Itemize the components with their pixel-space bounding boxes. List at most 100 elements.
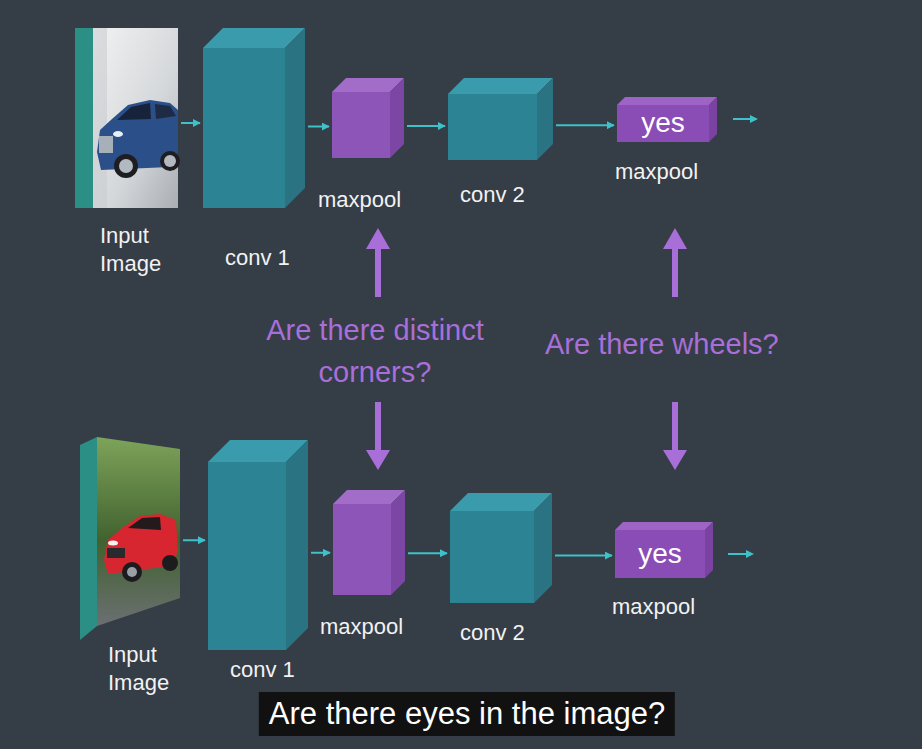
flow-arrow bbox=[308, 126, 329, 128]
output-box: yesmaxpool bbox=[617, 97, 717, 142]
car-wheel bbox=[162, 555, 178, 571]
flow-arrow bbox=[311, 552, 330, 554]
layer-box bbox=[332, 78, 404, 158]
image-edge bbox=[80, 437, 97, 640]
flow-arrow bbox=[556, 124, 614, 126]
car-wheel bbox=[160, 151, 180, 171]
conv-layer: conv 2 bbox=[448, 78, 553, 160]
car-grille bbox=[99, 136, 113, 153]
output-arrow bbox=[728, 553, 747, 555]
box-top bbox=[448, 78, 553, 94]
layer-label-group: Input Image bbox=[108, 641, 198, 696]
box-front bbox=[448, 94, 537, 160]
image-edge bbox=[75, 28, 93, 208]
layer-box bbox=[203, 28, 305, 208]
output-answer: yes bbox=[641, 108, 685, 139]
input-photo bbox=[75, 28, 180, 208]
conv-layer: conv 1 bbox=[203, 28, 305, 208]
box-top bbox=[617, 97, 717, 105]
maxpool-layer: maxpool bbox=[333, 490, 405, 595]
down-arrow bbox=[672, 402, 678, 452]
box-front bbox=[333, 504, 391, 595]
box-side bbox=[390, 78, 404, 158]
node-body bbox=[203, 48, 285, 208]
input-image: Input Image bbox=[75, 28, 178, 208]
car-window bbox=[128, 517, 161, 530]
node-body bbox=[208, 462, 286, 650]
wall-shade bbox=[93, 28, 107, 208]
arrow-head bbox=[366, 450, 390, 470]
question-label: Are there wheels? bbox=[545, 323, 779, 365]
car-grille bbox=[107, 548, 125, 558]
layer-label-group: maxpool bbox=[612, 593, 695, 621]
arrow-head bbox=[366, 228, 390, 249]
input-image: Input Image bbox=[80, 437, 180, 612]
node-body bbox=[333, 504, 391, 595]
node-body: yes bbox=[617, 105, 709, 142]
car-light bbox=[113, 131, 123, 137]
car-body bbox=[97, 100, 178, 170]
layer-label-group: conv 2 bbox=[460, 181, 525, 209]
node-body bbox=[80, 437, 180, 612]
layer-label: conv 1 bbox=[225, 244, 290, 272]
box-side bbox=[537, 78, 553, 160]
layer-label: maxpool bbox=[615, 158, 698, 186]
flow-arrow bbox=[181, 122, 200, 124]
maxpool-layer: maxpool bbox=[332, 78, 404, 158]
layer-label: maxpool bbox=[612, 593, 695, 621]
box-front bbox=[450, 511, 534, 603]
node-body: yes bbox=[615, 530, 705, 578]
box-side bbox=[705, 522, 713, 578]
car-window bbox=[155, 104, 176, 119]
down-arrow bbox=[375, 402, 381, 452]
conv-layer: conv 1 bbox=[208, 440, 308, 650]
node-body bbox=[450, 511, 534, 603]
layer-label-group: conv 1 bbox=[230, 656, 295, 684]
layer-label-group: maxpool bbox=[320, 613, 403, 641]
flow-arrow bbox=[555, 555, 612, 557]
layer-box bbox=[450, 493, 552, 603]
car-rim bbox=[164, 155, 176, 167]
layer-box bbox=[333, 490, 405, 595]
node-body bbox=[332, 92, 390, 158]
box-front bbox=[332, 92, 390, 158]
layer-box bbox=[208, 440, 308, 650]
layer-label: conv 2 bbox=[460, 619, 525, 647]
arrow-head bbox=[746, 550, 754, 558]
car-light bbox=[108, 541, 118, 546]
input-photo bbox=[80, 437, 180, 640]
box-top bbox=[615, 522, 713, 530]
layer-label-group: Input Image bbox=[100, 222, 190, 277]
car-window bbox=[117, 103, 151, 120]
photo-ground bbox=[93, 28, 178, 208]
car-wheel bbox=[114, 154, 138, 178]
arrow-head bbox=[750, 115, 758, 123]
box-front bbox=[203, 48, 285, 208]
flow-arrow bbox=[407, 125, 445, 127]
box-front bbox=[208, 462, 286, 650]
layer-label-group: maxpool bbox=[318, 186, 401, 214]
box-side bbox=[285, 28, 305, 208]
box-front bbox=[617, 105, 709, 142]
photo-ground bbox=[97, 437, 180, 626]
car-body bbox=[104, 514, 178, 574]
conv-layer: conv 2 bbox=[450, 493, 552, 603]
layer-label-group: conv 1 bbox=[225, 244, 290, 272]
box-side bbox=[709, 97, 717, 142]
layer-label: conv 1 bbox=[230, 656, 295, 684]
box-side bbox=[391, 490, 405, 595]
output-answer: yes bbox=[638, 539, 682, 570]
car-rim bbox=[127, 567, 137, 577]
node-body bbox=[448, 94, 537, 160]
layer-box bbox=[448, 78, 553, 160]
layer-label: maxpool bbox=[318, 186, 401, 214]
box-side bbox=[286, 440, 308, 650]
box-front bbox=[615, 530, 705, 578]
subtitle-caption: Are there eyes in the image? bbox=[259, 692, 675, 736]
layer-label: maxpool bbox=[320, 613, 403, 641]
layer-label: Input Image bbox=[100, 222, 190, 277]
layer-label: Input Image bbox=[108, 641, 198, 696]
arrow-head bbox=[663, 450, 687, 470]
layer-label-group: maxpool bbox=[615, 158, 698, 186]
